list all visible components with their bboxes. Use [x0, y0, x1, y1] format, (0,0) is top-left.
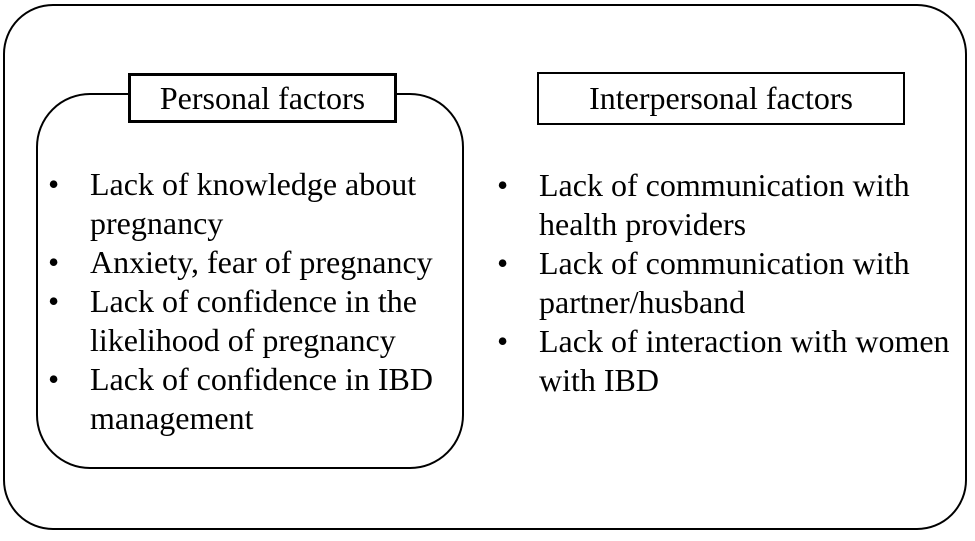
list-item-line: partner/husband: [539, 284, 746, 320]
interpersonal-factors-title-box: Interpersonal factors: [537, 72, 905, 125]
bullet-marker: •: [497, 323, 509, 359]
list-item-line: Lack of knowledge about: [90, 166, 417, 202]
list-item: • Lack of confidence in the likelihood o…: [48, 282, 458, 360]
list-item-line: management: [90, 400, 254, 436]
list-item-line: likelihood of pregnancy: [90, 322, 396, 358]
list-item: • Lack of communication with partner/hus…: [497, 244, 962, 322]
interpersonal-factors-title: Interpersonal factors: [589, 80, 853, 116]
personal-factors-title: Personal factors: [159, 79, 366, 116]
bullet-marker: •: [48, 244, 60, 280]
list-item: • Lack of confidence in IBD management: [48, 360, 458, 438]
list-item-line: Anxiety, fear of pregnancy: [90, 244, 433, 280]
list-item-line: Lack of confidence in IBD: [90, 361, 433, 397]
bullet-marker: •: [48, 166, 60, 202]
personal-factors-title-box: Personal factors: [128, 73, 397, 123]
interpersonal-factors-list: • Lack of communication with health prov…: [497, 166, 962, 400]
list-item: • Lack of communication with health prov…: [497, 166, 962, 244]
bullet-marker: •: [48, 361, 60, 397]
personal-factors-list: • Lack of knowledge about pregnancy • An…: [48, 165, 458, 438]
list-item-line: health providers: [539, 206, 747, 242]
list-item: • Lack of interaction with women with IB…: [497, 322, 962, 400]
list-item-line: with IBD: [539, 362, 659, 398]
list-item-line: Lack of confidence in the: [90, 283, 417, 319]
bullet-marker: •: [48, 283, 60, 319]
list-item-line: Lack of interaction with women: [539, 323, 950, 359]
list-item: • Lack of knowledge about pregnancy: [48, 165, 458, 243]
bullet-marker: •: [497, 245, 509, 281]
list-item: • Anxiety, fear of pregnancy: [48, 243, 458, 282]
list-item-line: Lack of communication with: [539, 167, 910, 203]
bullet-marker: •: [497, 167, 509, 203]
list-item-line: Lack of communication with: [539, 245, 910, 281]
list-item-line: pregnancy: [90, 205, 224, 241]
